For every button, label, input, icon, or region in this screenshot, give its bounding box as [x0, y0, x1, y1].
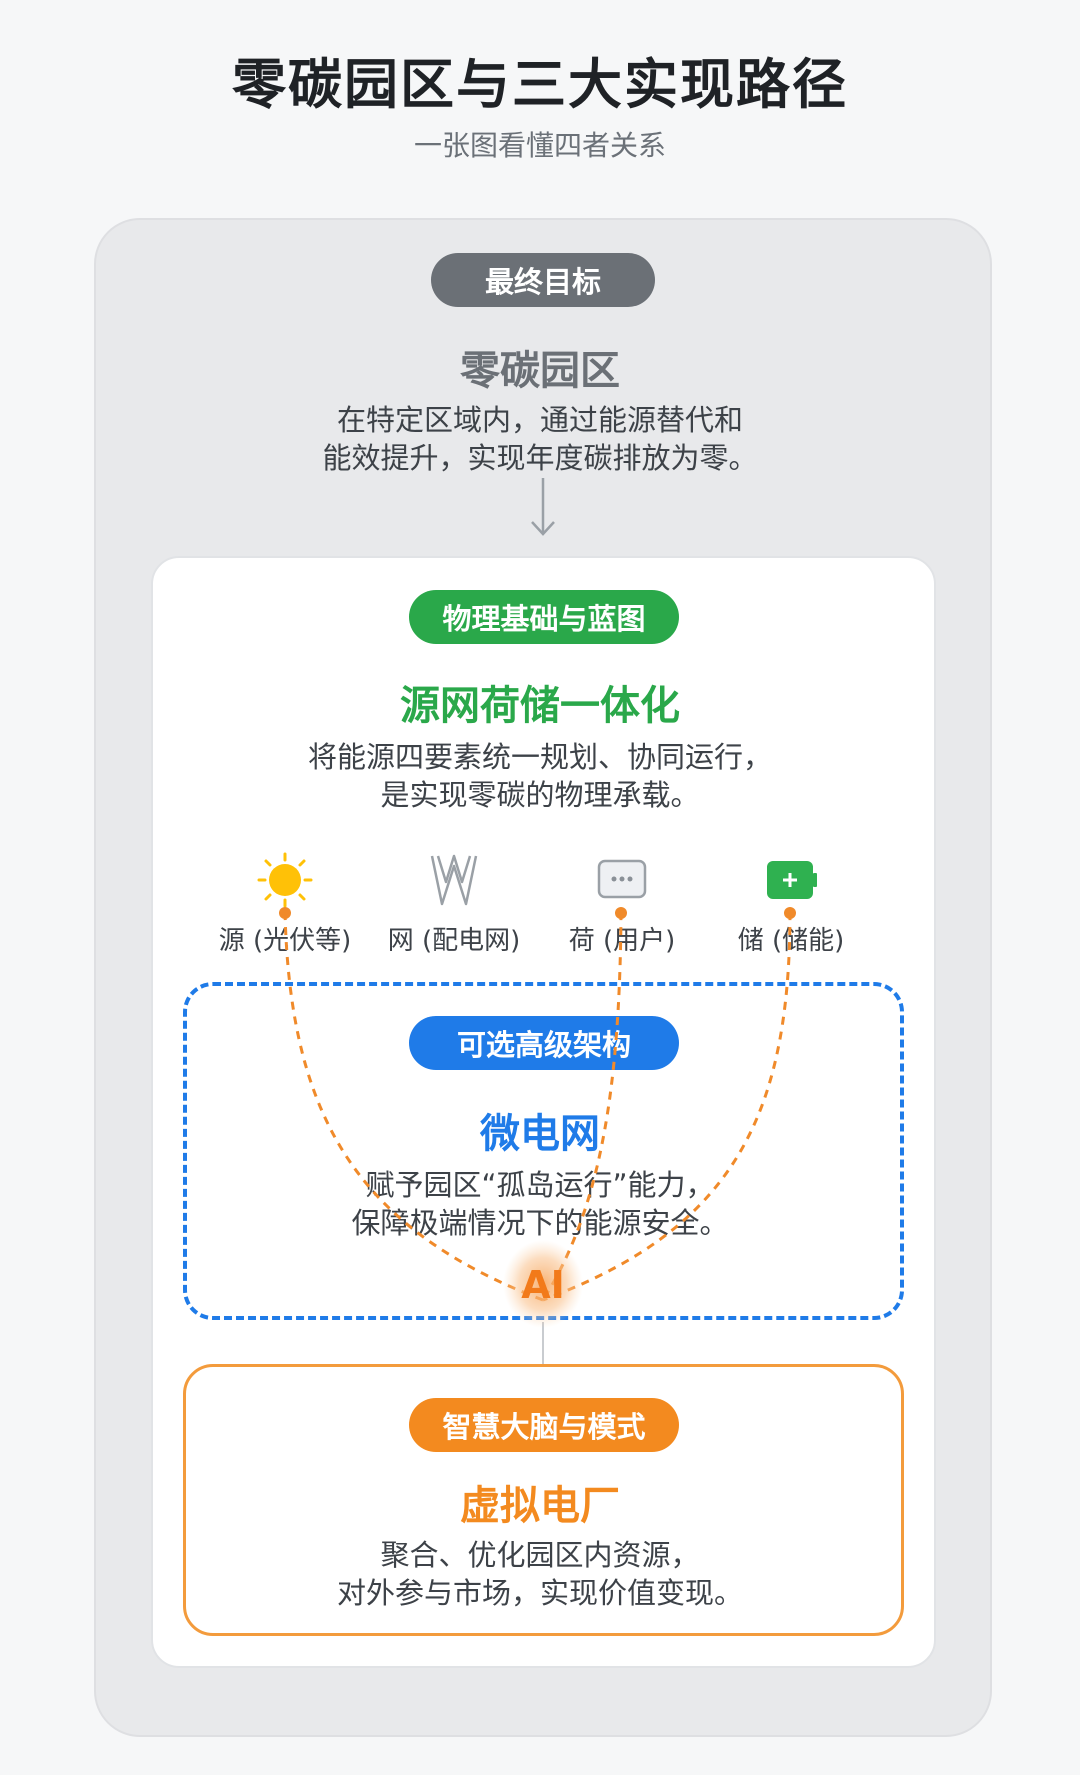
goal-badge: 最终目标: [431, 253, 655, 307]
goal-heading: 零碳园区: [460, 348, 620, 394]
element-load-label: 荷 (用户): [568, 926, 676, 956]
element-source-label: 源 (光伏等): [218, 926, 352, 956]
sun-icon: [257, 852, 313, 908]
vpp-box: [183, 1364, 904, 1636]
page-title: 零碳园区与三大实现路径: [232, 53, 848, 116]
foundation-badge-label: 物理基础与蓝图: [442, 602, 646, 636]
element-load: 荷 (用户): [532, 852, 712, 957]
microgrid-description: 赋予园区“孤岛运行”能力， 保障极端情况下的能源安全。: [0, 1166, 1080, 1242]
vpp-badge-label: 智慧大脑与模式: [442, 1410, 646, 1444]
goal-desc-line-1: 在特定区域内，通过能源替代和: [336, 403, 743, 437]
vpp-desc-line-1: 聚合、优化园区内资源，: [380, 1538, 700, 1572]
element-storage-label: 储 (储能): [737, 926, 845, 956]
battery-icon: [767, 861, 817, 899]
grid-icon: [430, 854, 478, 906]
goal-desc-line-2: 能效提升，实现年度碳排放为零。: [322, 441, 758, 475]
page-subtitle: 一张图看懂四者关系: [413, 129, 666, 162]
element-grid: 网 (配电网): [364, 852, 544, 957]
microgrid-heading: 微电网: [480, 1111, 600, 1157]
microgrid-badge-label: 可选高级架构: [456, 1028, 631, 1062]
foundation-description: 将能源四要素统一规划、协同运行， 是实现零碳的物理承载。: [0, 738, 1080, 814]
element-source: 源 (光伏等): [195, 852, 375, 957]
element-storage: 储 (储能): [701, 852, 881, 957]
microgrid-desc-line-1: 赋予园区“孤岛运行”能力，: [365, 1168, 715, 1202]
element-grid-label: 网 (配电网): [387, 926, 521, 956]
vpp-heading: 虚拟电厂: [460, 1483, 620, 1529]
vpp-desc-line-2: 对外参与市场，实现价值变现。: [336, 1576, 743, 1610]
vpp-description: 聚合、优化园区内资源， 对外参与市场，实现价值变现。: [0, 1536, 1080, 1612]
goal-description: 在特定区域内，通过能源替代和 能效提升，实现年度碳排放为零。: [0, 401, 1080, 477]
foundation-heading: 源网荷储一体化: [400, 683, 680, 729]
foundation-desc-line-1: 将能源四要素统一规划、协同运行，: [307, 740, 772, 774]
microgrid-badge: 可选高级架构: [409, 1016, 679, 1070]
user-device-icon: [597, 859, 647, 899]
goal-badge-label: 最终目标: [484, 265, 601, 299]
foundation-desc-line-2: 是实现零碳的物理承载。: [380, 778, 700, 812]
vpp-badge: 智慧大脑与模式: [409, 1398, 679, 1452]
foundation-badge: 物理基础与蓝图: [409, 590, 679, 644]
microgrid-desc-line-2: 保障极端情况下的能源安全。: [351, 1206, 729, 1240]
